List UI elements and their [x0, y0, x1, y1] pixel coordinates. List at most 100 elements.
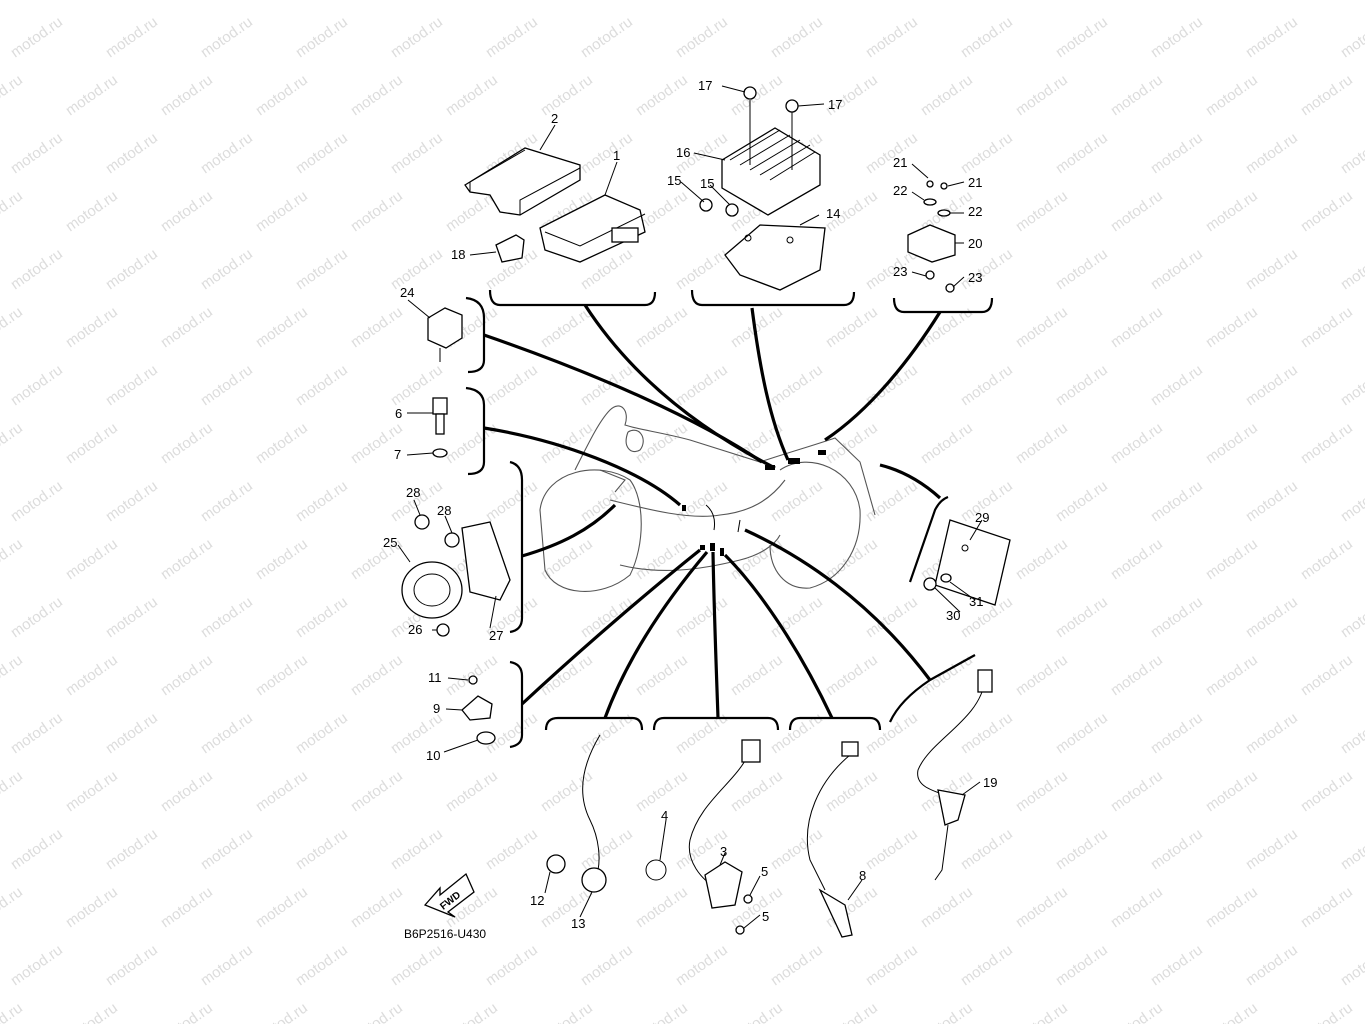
watermark-text: motod.ru	[1203, 767, 1261, 815]
watermark-text: motod.ru	[578, 361, 636, 409]
watermark-text: motod.ru	[63, 303, 121, 351]
watermark-text: motod.ru	[253, 883, 311, 931]
watermark-text: motod.ru	[8, 941, 66, 989]
watermark-text: motod.ru	[1298, 883, 1356, 931]
watermark-text: motod.ru	[348, 883, 406, 931]
watermark-text: motod.ru	[1053, 709, 1111, 757]
watermark-text: motod.ru	[253, 303, 311, 351]
watermark-text: motod.ru	[1243, 709, 1301, 757]
watermark-text: motod.ru	[538, 0, 596, 3]
watermark-text: motod.ru	[1013, 535, 1071, 583]
watermark-text: motod.ru	[578, 825, 636, 873]
watermark-text: motod.ru	[633, 303, 691, 351]
watermark-text: motod.ru	[823, 651, 881, 699]
watermark-text: motod.ru	[1203, 71, 1261, 119]
watermark-text: motod.ru	[8, 245, 66, 293]
watermark-text: motod.ru	[1243, 825, 1301, 873]
callout-14: 14	[826, 206, 840, 221]
watermark-text: motod.ru	[158, 883, 216, 931]
watermark-text: motod.ru	[538, 999, 596, 1024]
watermark-text: motod.ru	[728, 535, 786, 583]
callout-7: 7	[394, 447, 401, 462]
watermark-text: motod.ru	[1243, 593, 1301, 641]
watermark-text: motod.ru	[388, 129, 446, 177]
rectifier-regulator-part	[721, 100, 821, 216]
watermark-text: motod.ru	[578, 13, 636, 61]
watermark-text: motod.ru	[8, 709, 66, 757]
lower-sensor-parts	[546, 669, 993, 938]
watermark-text: motod.ru	[1108, 303, 1166, 351]
watermark-text: motod.ru	[673, 593, 731, 641]
watermark-text: motod.ru	[63, 883, 121, 931]
watermark-text: motod.ru	[158, 767, 216, 815]
watermark-text: motod.ru	[348, 303, 406, 351]
watermark-text: motod.ru	[578, 593, 636, 641]
watermark-text: motod.ru	[198, 361, 256, 409]
watermark-text: motod.ru	[958, 245, 1016, 293]
watermark-text: motod.ru	[918, 419, 976, 467]
callout-21a: 21	[893, 155, 907, 170]
watermark-text: motod.ru	[293, 13, 351, 61]
callout-leaders	[397, 85, 983, 929]
watermark-text: motod.ru	[1298, 999, 1356, 1024]
watermark-text: motod.ru	[633, 999, 691, 1024]
callout-labels: 1 2 3 4 5 5 6 7 8 9 10 11 12 13 14 15 15…	[383, 78, 997, 931]
watermark-text: motod.ru	[1148, 709, 1206, 757]
watermark-text: motod.ru	[1013, 767, 1071, 815]
watermark-text: motod.ru	[728, 999, 786, 1024]
watermark-text: motod.ru	[673, 709, 731, 757]
watermark-text: motod.ru	[538, 419, 596, 467]
watermark-text: motod.ru	[0, 419, 26, 467]
callout-26: 26	[408, 622, 422, 637]
watermark-text: motod.ru	[863, 13, 921, 61]
watermark-text: motod.ru	[1338, 593, 1365, 641]
watermark-text: motod.ru	[1298, 767, 1356, 815]
watermark-text: motod.ru	[388, 941, 446, 989]
watermark-text: motod.ru	[63, 767, 121, 815]
watermark-text: motod.ru	[63, 651, 121, 699]
callout-2: 2	[551, 111, 558, 126]
watermark-text: motod.ru	[293, 593, 351, 641]
watermark-text: motod.ru	[63, 71, 121, 119]
watermark-text: motod.ru	[1298, 71, 1356, 119]
watermark-text: motod.ru	[673, 245, 731, 293]
watermark-text: motod.ru	[1108, 767, 1166, 815]
watermark-text: motod.ru	[253, 535, 311, 583]
watermark-text: motod.ru	[1338, 361, 1365, 409]
watermark-text: motod.ru	[578, 477, 636, 525]
watermark-text: motod.ru	[768, 709, 826, 757]
callout-31: 31	[969, 594, 983, 609]
watermark-text: motod.ru	[63, 419, 121, 467]
callout-4: 4	[661, 808, 668, 823]
watermark-text: motod.ru	[483, 477, 541, 525]
watermark-text: motod.ru	[1053, 593, 1111, 641]
callout-12: 12	[530, 893, 544, 908]
watermark-text: motod.ru	[158, 651, 216, 699]
watermark-text: motod.ru	[293, 245, 351, 293]
watermark-text: motod.ru	[158, 999, 216, 1024]
callout-11: 11	[428, 670, 442, 685]
callout-6: 6	[395, 406, 402, 421]
license-light-part	[923, 519, 1011, 606]
watermark-text: motod.ru	[483, 941, 541, 989]
watermark-text: motod.ru	[673, 941, 731, 989]
callout-3: 3	[720, 844, 727, 859]
watermark-text: motod.ru	[198, 941, 256, 989]
relay-part	[907, 180, 956, 293]
watermark-text: motod.ru	[1108, 71, 1166, 119]
watermark-text: motod.ru	[293, 709, 351, 757]
watermark-text: motod.ru	[8, 825, 66, 873]
watermark-text: motod.ru	[1243, 13, 1301, 61]
watermark-text: motod.ru	[1108, 883, 1166, 931]
watermark-text: motod.ru	[1013, 303, 1071, 351]
watermark-text: motod.ru	[1108, 999, 1166, 1024]
watermark-text: motod.ru	[1013, 651, 1071, 699]
watermark-text: motod.ru	[253, 71, 311, 119]
callout-18: 18	[451, 247, 465, 262]
watermark-text: motod.ru	[158, 303, 216, 351]
watermark-text: motod.ru	[158, 187, 216, 235]
callout-17a: 17	[698, 78, 712, 93]
watermark-text: motod.ru	[578, 941, 636, 989]
callout-25: 25	[383, 535, 397, 550]
watermark-text: motod.ru	[1053, 13, 1111, 61]
